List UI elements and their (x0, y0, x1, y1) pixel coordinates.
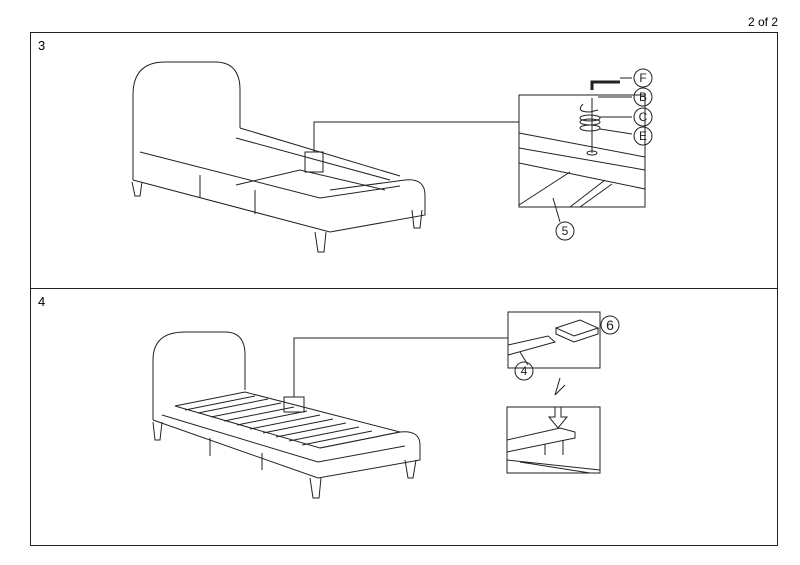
detail-box-step-4 (506, 311, 601, 474)
callout-6: 6 (606, 317, 614, 333)
bed-frame-step-3 (131, 61, 519, 253)
step-4-number: 4 (38, 294, 46, 309)
callout-4: 4 (521, 364, 528, 378)
detail-box-step-3 (518, 77, 646, 223)
callouts-step-4 (514, 315, 620, 381)
callout-F: F (639, 71, 646, 85)
callouts-step-3 (555, 68, 653, 241)
step-divider (30, 288, 778, 289)
callout-5: 5 (562, 224, 569, 238)
page-number: 2 of 2 (747, 15, 778, 29)
instruction-frame (30, 32, 778, 546)
bed-frame-step-4 (152, 331, 508, 499)
callout-B: B (639, 90, 647, 104)
callout-E: E (639, 129, 647, 143)
callout-C: C (639, 110, 648, 124)
step-3-number: 3 (38, 38, 46, 53)
